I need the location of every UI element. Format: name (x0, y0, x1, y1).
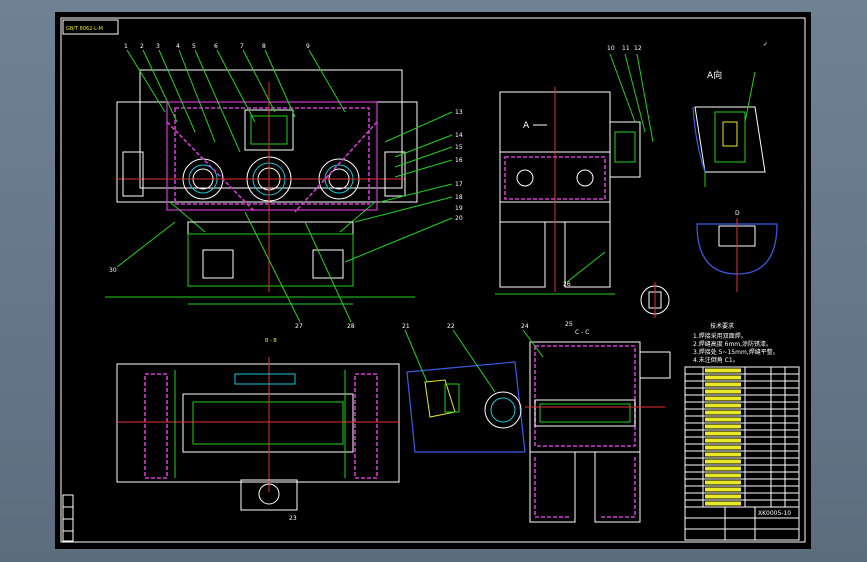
parts-list-text-row (705, 396, 741, 401)
technical-notes: 技术要求 1.焊接采用双面焊。 2.焊缝高度 6mm,涂防锈漆。 3.焊接处 5… (693, 322, 779, 364)
balloon-10: 10 (607, 45, 615, 52)
parts-list-text-row (705, 424, 741, 429)
parts-list-text-row (705, 459, 741, 464)
balloon-21: 21 (402, 323, 410, 330)
parts-list-text-row (705, 403, 741, 408)
balloon-12: 12 (634, 45, 642, 52)
balloon-7: 7 (240, 43, 244, 50)
parts-list-text-row (705, 466, 741, 471)
tech-note-1: 1.焊接采用双面焊。 (693, 332, 747, 340)
tech-note-3: 3.焊接处 5~15mm,焊缝平整。 (693, 348, 779, 356)
balloon-leaders-top (116, 49, 453, 323)
balloon-14: 14 (455, 132, 463, 139)
corner-label-box (62, 19, 119, 35)
balloon-8: 8 (262, 43, 266, 50)
parts-list-text-row (705, 389, 741, 394)
parts-list: XK0005-10 (684, 366, 800, 541)
balloon-15: 15 (455, 144, 463, 151)
top-right-mark: ✓ (763, 41, 768, 48)
detail-d: D (735, 210, 740, 217)
balloon-5: 5 (192, 43, 196, 50)
balloon-11: 11 (622, 45, 630, 52)
balloon-23-bottom: 23 (289, 515, 297, 522)
balloon-18: 18 (455, 194, 463, 201)
balloon-6: 6 (214, 43, 218, 50)
front-view (105, 69, 418, 305)
detail-circle (640, 282, 670, 318)
tech-note-4: 4.未注倒角 C1。 (693, 356, 739, 364)
left-strip (62, 494, 74, 542)
parts-list-text-row (705, 445, 741, 450)
balloon-26: 26 (563, 281, 571, 288)
section-view-d: D (696, 210, 778, 292)
balloon-13: 13 (455, 109, 463, 116)
drawing-sheet: GB/T 8062-L-M ✓ (55, 12, 811, 549)
parts-list-text-row (705, 368, 741, 373)
balloon-2: 2 (140, 43, 144, 50)
balloon-4: 4 (176, 43, 180, 50)
section-view-c: C - C 24 25 26 (521, 251, 671, 523)
balloon-19: 19 (455, 205, 463, 212)
drawing-border (60, 17, 806, 543)
balloon-17: 17 (455, 181, 463, 188)
view-a-label: A向 (707, 69, 722, 81)
parts-list-text-row (705, 473, 741, 478)
top-view: B - B 23 (116, 338, 400, 522)
view-a-arrow: A (523, 121, 530, 131)
balloon-27: 27 (295, 323, 303, 330)
balloon-22: 22 (447, 323, 455, 330)
title-block (684, 506, 800, 541)
title-block-number: XK0005-10 (758, 510, 791, 517)
detail-view-center: 21 22 (402, 323, 526, 453)
parts-list-text-row (705, 487, 741, 492)
side-view: A 10 11 12 (495, 45, 654, 295)
tech-note-2: 2.焊缝高度 6mm,涂防锈漆。 (693, 340, 772, 348)
parts-list-text-row (705, 438, 741, 443)
parts-list-text-row (705, 494, 741, 499)
balloon-30: 30 (109, 267, 117, 274)
parts-list-text-row (705, 382, 741, 387)
parts-list-text-row (705, 417, 741, 422)
view-c-label: C - C (575, 329, 589, 336)
balloon-25: 25 (565, 321, 573, 328)
corner-label: GB/T 8062-L-M (66, 26, 103, 32)
parts-list-text-row (705, 431, 741, 436)
section-b-label: B - B (265, 338, 277, 344)
balloon-9: 9 (306, 43, 310, 50)
balloon-1: 1 (124, 43, 128, 50)
parts-list-text-row (705, 480, 741, 485)
balloon-28: 28 (347, 323, 355, 330)
balloon-labels-top: 1 2 3 4 5 6 7 8 9 13 14 15 16 17 18 19 2… (109, 43, 463, 330)
balloon-3: 3 (156, 43, 160, 50)
parts-list-text-row (705, 501, 741, 506)
balloon-16: 16 (455, 157, 463, 164)
balloon-24: 24 (521, 323, 529, 330)
cad-drawing: GB/T 8062-L-M ✓ (60, 17, 806, 543)
parts-list-text-row (705, 375, 741, 380)
view-a: A向 (692, 69, 766, 187)
balloon-20: 20 (455, 215, 463, 222)
parts-list-text-row (705, 452, 741, 457)
parts-list-text-row (705, 410, 741, 415)
tech-title: 技术要求 (710, 322, 734, 330)
